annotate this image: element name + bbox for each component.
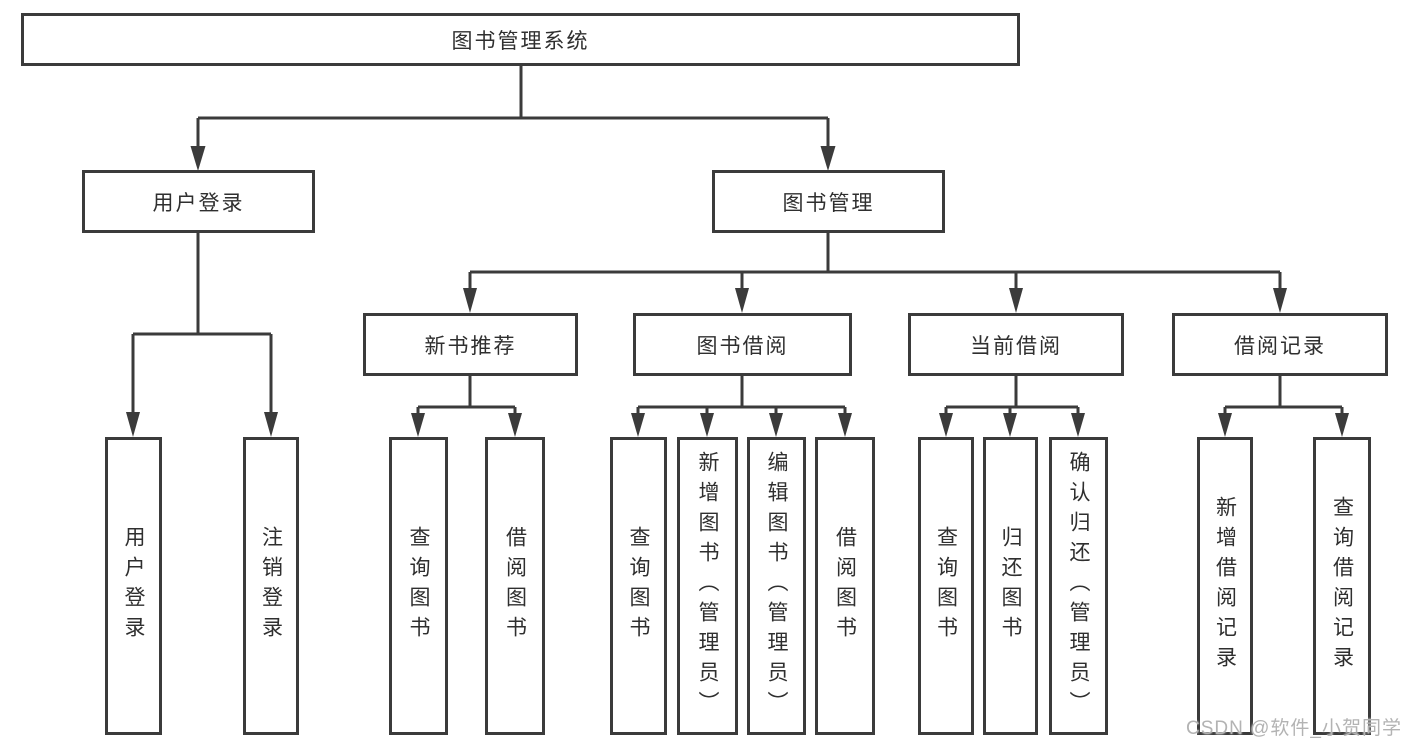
edge-new-book-children	[411, 376, 522, 437]
leaf-newbook-query: 查询图书	[389, 437, 448, 735]
edge-borrow-record-children	[1218, 376, 1349, 437]
edge-root-to-level2	[190, 66, 836, 171]
csdn-watermark: CSDN @软件_小贺同学	[1186, 718, 1402, 739]
leaf-borrow-add-admin: 新增图书（管理员）	[677, 437, 738, 735]
leaf-borrow-query: 查询图书	[610, 437, 667, 735]
node-book-borrow: 图书借阅	[633, 313, 852, 376]
edge-book-borrow-children	[631, 376, 852, 437]
leaf-borrow-edit-admin: 编辑图书（管理员）	[747, 437, 806, 735]
leaf-newbook-borrow: 借阅图书	[485, 437, 545, 735]
edge-book-mgmt-children	[463, 233, 1287, 313]
leaf-borrow-borrow: 借阅图书	[815, 437, 875, 735]
leaf-logout: 注销登录	[243, 437, 299, 735]
leaf-user-login: 用户登录	[105, 437, 162, 735]
node-book-mgmt: 图书管理	[712, 170, 945, 233]
node-root: 图书管理系统	[21, 13, 1020, 66]
leaf-record-add: 新增借阅记录	[1197, 437, 1253, 735]
leaf-current-return: 归还图书	[983, 437, 1038, 735]
node-borrow-record: 借阅记录	[1172, 313, 1388, 376]
leaf-current-query: 查询图书	[918, 437, 974, 735]
edge-user-login-children	[126, 233, 278, 437]
node-new-book: 新书推荐	[363, 313, 578, 376]
node-user-login: 用户登录	[82, 170, 315, 233]
node-current-borrow: 当前借阅	[908, 313, 1124, 376]
leaf-current-confirm-admin: 确认归还（管理员）	[1049, 437, 1108, 735]
leaf-record-query: 查询借阅记录	[1313, 437, 1371, 735]
edge-current-borrow-children	[939, 376, 1085, 437]
